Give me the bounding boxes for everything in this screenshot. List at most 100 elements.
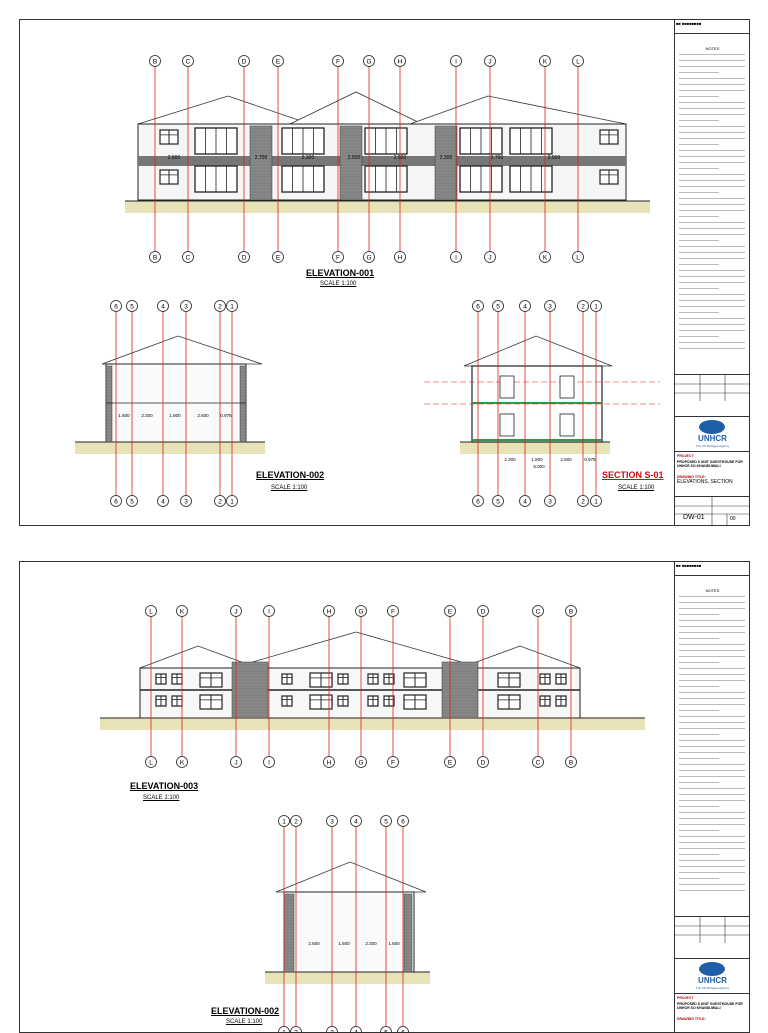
grid-bubble-label: E bbox=[448, 759, 453, 766]
grid-bubble bbox=[230, 605, 242, 617]
dimension-label: 2.300 bbox=[141, 413, 153, 418]
grid-bubble bbox=[590, 300, 602, 312]
grid-bubble-label: K bbox=[180, 608, 185, 615]
unhcr-emblem-icon bbox=[699, 420, 725, 434]
grid-bubble-label: J bbox=[488, 254, 491, 261]
note-line bbox=[679, 800, 745, 801]
dimension-label: 0.975 bbox=[584, 457, 596, 462]
grid-bubble-label: 1 bbox=[230, 498, 234, 505]
grid-bubble-label: C bbox=[186, 58, 191, 65]
grid-bubble bbox=[350, 815, 362, 827]
dimension-label: 2.700 bbox=[491, 155, 504, 161]
note-line bbox=[679, 234, 745, 235]
grid-bubble-label: J bbox=[234, 759, 237, 766]
note-line bbox=[679, 288, 719, 289]
grid-bubble-label: B bbox=[569, 759, 573, 766]
grid-bubble bbox=[472, 300, 484, 312]
stone-cladding bbox=[339, 125, 363, 201]
grid-bubble-label: 6 bbox=[114, 303, 118, 310]
grid-bubble bbox=[363, 55, 375, 67]
grid-bubble bbox=[484, 251, 496, 263]
note-line bbox=[679, 54, 745, 55]
note-line bbox=[679, 704, 745, 705]
grid-bubble bbox=[532, 605, 544, 617]
grid-bubble bbox=[450, 55, 462, 67]
note-line bbox=[679, 680, 745, 681]
note-line bbox=[679, 608, 745, 609]
grid-bubble-label: 1 bbox=[230, 303, 234, 310]
grid-bubble-label: I bbox=[455, 58, 457, 65]
note-line bbox=[679, 78, 745, 79]
grid-bubble bbox=[394, 55, 406, 67]
dimension-label: 2.500 bbox=[394, 155, 407, 161]
grid-bubble-label: E bbox=[448, 608, 453, 615]
grid-bubble bbox=[387, 605, 399, 617]
grid-bubble bbox=[355, 756, 367, 768]
project-name: PROPOSED 8 UNIT GUESTHOUSE FOR UNHCR SO … bbox=[677, 1002, 743, 1010]
unhcr-emblem-icon bbox=[699, 962, 725, 976]
grid-bubble bbox=[323, 605, 335, 617]
note-line bbox=[679, 294, 745, 295]
grid-bubble-label: 1 bbox=[282, 818, 286, 825]
grid-bubble-label: 4 bbox=[354, 818, 358, 825]
dimension-label: 1.800 bbox=[531, 457, 543, 462]
note-line bbox=[679, 192, 719, 193]
note-line bbox=[679, 674, 745, 675]
note-line bbox=[679, 842, 745, 843]
grid-bubble bbox=[397, 815, 409, 827]
grid-bubble-label: J bbox=[234, 608, 237, 615]
dimension-label: 2.300 bbox=[302, 155, 315, 161]
grid-bubble-label: C bbox=[536, 759, 541, 766]
note-line bbox=[679, 300, 745, 301]
dimension-label: 1.600 bbox=[388, 941, 400, 946]
dimension-label: 1.600 bbox=[118, 413, 130, 418]
dimension-label: 2.300 bbox=[365, 941, 377, 946]
grid-bubble-label: 5 bbox=[384, 818, 388, 825]
revision-number: 00 bbox=[730, 516, 736, 522]
client-logo: UNHCR The UN Refugee Agency bbox=[675, 958, 749, 994]
elevation-002-title: ELEVATION-002 bbox=[256, 470, 325, 480]
grid-bubble-label: 2 bbox=[294, 818, 298, 825]
grid-bubble bbox=[565, 605, 577, 617]
grid-bubble-label: D bbox=[481, 759, 486, 766]
note-line bbox=[679, 668, 745, 669]
note-line bbox=[679, 728, 745, 729]
dimension-label: 2.700 bbox=[255, 155, 268, 161]
grid-bubble-label: I bbox=[268, 608, 270, 615]
note-line bbox=[679, 644, 745, 645]
grid-bubble-label: F bbox=[391, 759, 395, 766]
dimension-label: 2.600 bbox=[560, 457, 572, 462]
grid-bubble-label: 2 bbox=[581, 498, 585, 505]
dimension-label: 1.600 bbox=[338, 941, 350, 946]
note-line bbox=[679, 632, 745, 633]
grid-bubble bbox=[539, 251, 551, 263]
note-line bbox=[679, 596, 745, 597]
grid-bubble bbox=[572, 55, 584, 67]
note-line bbox=[679, 138, 745, 139]
note-line bbox=[679, 824, 745, 825]
note-line bbox=[679, 162, 745, 163]
note-line bbox=[679, 812, 745, 813]
note-line bbox=[679, 306, 745, 307]
grid-bubble bbox=[544, 495, 556, 507]
note-line bbox=[679, 174, 745, 175]
grid-bubble-label: H bbox=[327, 759, 332, 766]
grid-bubble bbox=[263, 756, 275, 768]
grid-bubble-label: B bbox=[153, 254, 157, 261]
grid-bubble bbox=[519, 300, 531, 312]
dimension-label: 2.600 bbox=[197, 413, 209, 418]
note-line bbox=[679, 150, 745, 151]
note-line bbox=[679, 614, 719, 615]
note-line bbox=[679, 180, 745, 181]
note-line bbox=[679, 342, 745, 343]
drawing-title-label: DRAWING TITLE: bbox=[677, 1017, 706, 1021]
grid-bubble-label: 4 bbox=[354, 1029, 358, 1032]
grid-bubble-label: G bbox=[366, 254, 371, 261]
note-line bbox=[679, 602, 745, 603]
note-line bbox=[679, 794, 745, 795]
note-line bbox=[679, 228, 745, 229]
grid-bubble bbox=[272, 55, 284, 67]
ground-fill bbox=[125, 201, 650, 213]
drawing-sheet-2: LLKKJJIIHHGGFFEEDDCCBB1122334455662.6001… bbox=[19, 561, 750, 1033]
grid-bubble-label: 3 bbox=[548, 498, 552, 505]
